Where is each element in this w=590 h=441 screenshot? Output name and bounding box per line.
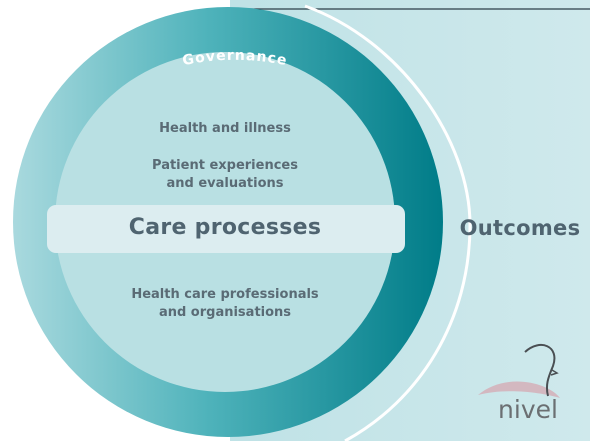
logo-face-icon [524, 344, 556, 397]
label-patient-experiences: Patient experiences and evaluations [152, 158, 298, 191]
logo-nose-icon [550, 369, 559, 376]
label-health-illness: Health and illness [159, 121, 291, 136]
separator-arc [304, 4, 472, 441]
outcomes-label: Outcomes [459, 216, 581, 240]
nivel-logo: nivel [498, 395, 558, 424]
logo-swoosh [478, 381, 560, 398]
care-processes-label: Care processes [128, 215, 322, 240]
care-processes-bar [47, 205, 405, 253]
governance-label: Governance [181, 48, 289, 69]
label-professionals-organisations: Health care professionals and organisati… [131, 287, 319, 320]
